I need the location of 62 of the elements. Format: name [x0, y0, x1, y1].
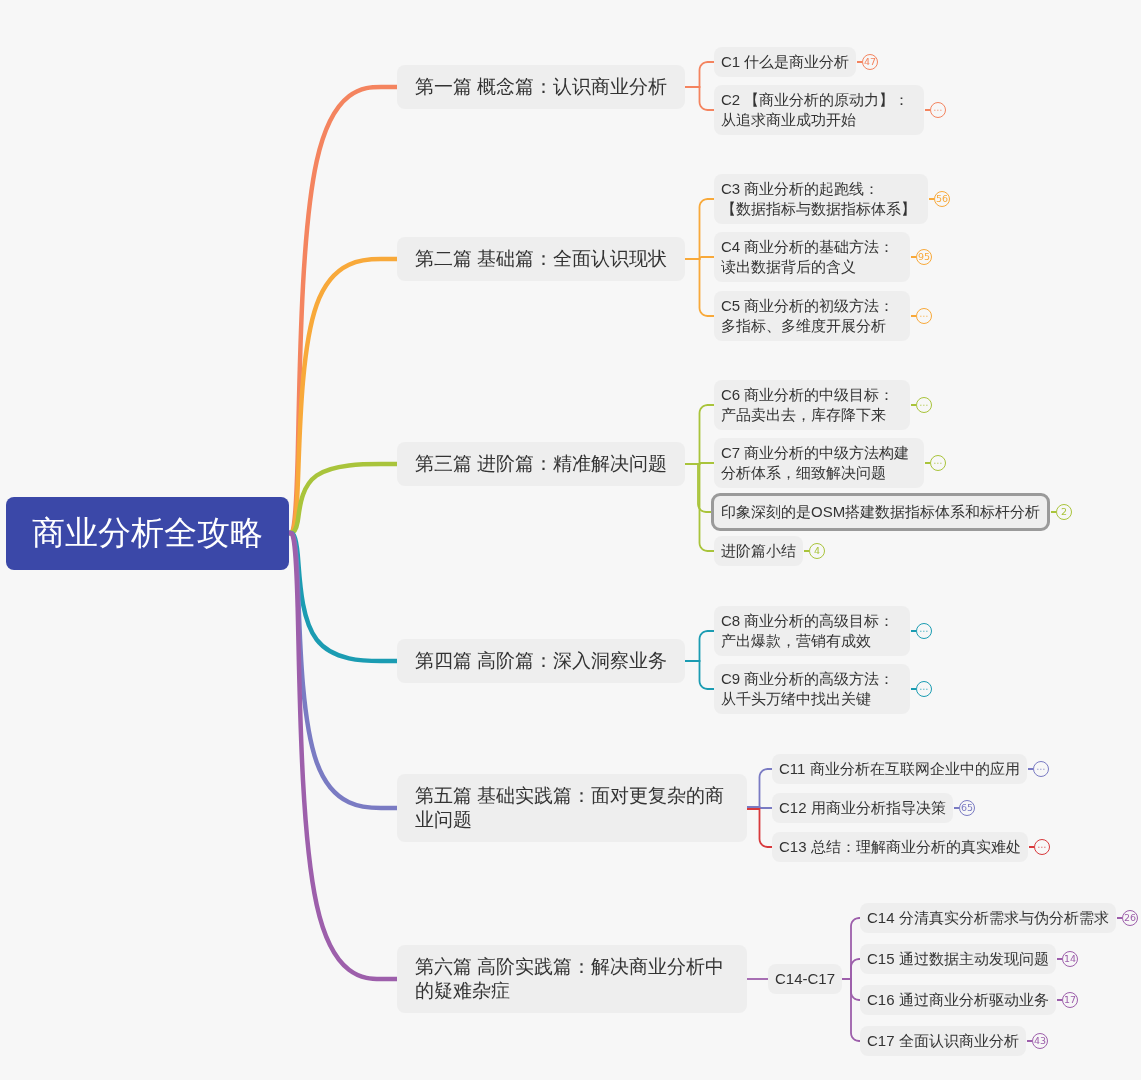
main-topic-text: 第四篇 高阶篇：深入洞察业务: [415, 649, 668, 673]
main-topic-box: [397, 442, 686, 486]
subtopic-text: C2 【商业分析的原动力】：从追求商业成功开始: [721, 90, 911, 130]
main-topic-box: [397, 945, 747, 1013]
main-topic-box: [397, 774, 747, 842]
main-topic-text: 第五篇 基础实践篇：面对更复杂的商业问题: [415, 784, 726, 832]
subtopic-text: C14 分清真实分析需求与伪分析需求: [867, 908, 1109, 928]
subtopic-text: C12 用商业分析指导决策: [779, 798, 946, 818]
branch-line: [684, 258, 715, 317]
subtopic-box: [711, 493, 1051, 531]
subtopic-text: C5 商业分析的初级方法：多指标、多维度开展分析: [721, 296, 896, 336]
branch-line: [746, 808, 773, 848]
main-topic-box: [397, 65, 686, 109]
subtopic-text: C7 商业分析的中级方法构建分析体系，细致解决问题: [721, 443, 911, 483]
subtopic-text: C3 商业分析的起跑线：【数据指标与数据指标体系】: [721, 179, 917, 219]
main-topic-box: [397, 639, 686, 683]
central-topic-text: 商业分析全攻略: [32, 513, 263, 553]
branch-line: [684, 463, 715, 552]
subtopic-box: [860, 985, 1056, 1015]
subtopic-text: C6 商业分析的中级目标：产品卖出去，库存降下来: [721, 385, 896, 425]
subtopic-text: C4 商业分析的基础方法：读出数据背后的含义: [721, 237, 896, 277]
branch-line: [684, 660, 715, 690]
main-topic-box: [397, 237, 686, 281]
central-topic-box: [6, 496, 289, 570]
subtopic-box: [714, 291, 910, 341]
main-topic-text: 第三篇 进阶篇：精准解决问题: [415, 452, 668, 476]
branch-line: [746, 806, 773, 809]
branch-line: [288, 461, 397, 536]
subtopic-box: [714, 606, 910, 656]
subtopic-text: C14-C17: [775, 969, 836, 989]
subtopic-box: [714, 380, 910, 430]
subtopic-box: [714, 174, 928, 224]
subtopic-box: [860, 1026, 1026, 1056]
branch-line: [287, 530, 397, 982]
subtopic-box: [772, 832, 1028, 862]
subtopic-text: C8 商业分析的高级目标：产出爆款，营销有成效: [721, 611, 896, 651]
subtopic-text: C16 通过商业分析驱动业务: [867, 990, 1049, 1010]
main-topic-text: 第二篇 基础篇：全面认识现状: [415, 247, 668, 271]
branch-line: [841, 978, 861, 1042]
subtopic-box: [772, 793, 953, 823]
subtopic-text: 印象深刻的是OSM搭建数据指标体系和标杆分析: [721, 502, 1041, 522]
main-topic-text: 第一篇 概念篇：认识商业分析: [415, 75, 668, 99]
subtopic-box: [714, 47, 857, 77]
subtopic-box: [860, 944, 1056, 974]
subtopic-box: [714, 232, 910, 282]
subtopic-box: [714, 664, 910, 714]
subtopic-text: C13 总结：理解商业分析的真实难处: [779, 837, 1021, 857]
main-topic-text: 第六篇 高阶实践篇：解决商业分析中的疑难杂症: [415, 955, 726, 1003]
subtopic-text: C17 全面认识商业分析: [867, 1031, 1019, 1051]
subtopic-box: [714, 438, 924, 488]
subtopic-box: [768, 964, 843, 994]
subtopic-box: [772, 754, 1027, 784]
branch-line: [746, 978, 769, 980]
branch-line: [684, 86, 715, 111]
subtopic-text: C9 商业分析的高级方法：从千头万绪中找出关键: [721, 669, 896, 709]
subtopic-text: C1 什么是商业分析: [721, 52, 850, 72]
subtopic-box: [714, 85, 924, 135]
subtopic-text: 进阶篇小结: [721, 541, 796, 561]
subtopic-box: [860, 903, 1116, 933]
subtopic-text: C15 通过数据主动发现问题: [867, 949, 1049, 969]
subtopic-box: [714, 536, 803, 566]
subtopic-text: C11 商业分析在互联网企业中的应用: [779, 759, 1020, 779]
